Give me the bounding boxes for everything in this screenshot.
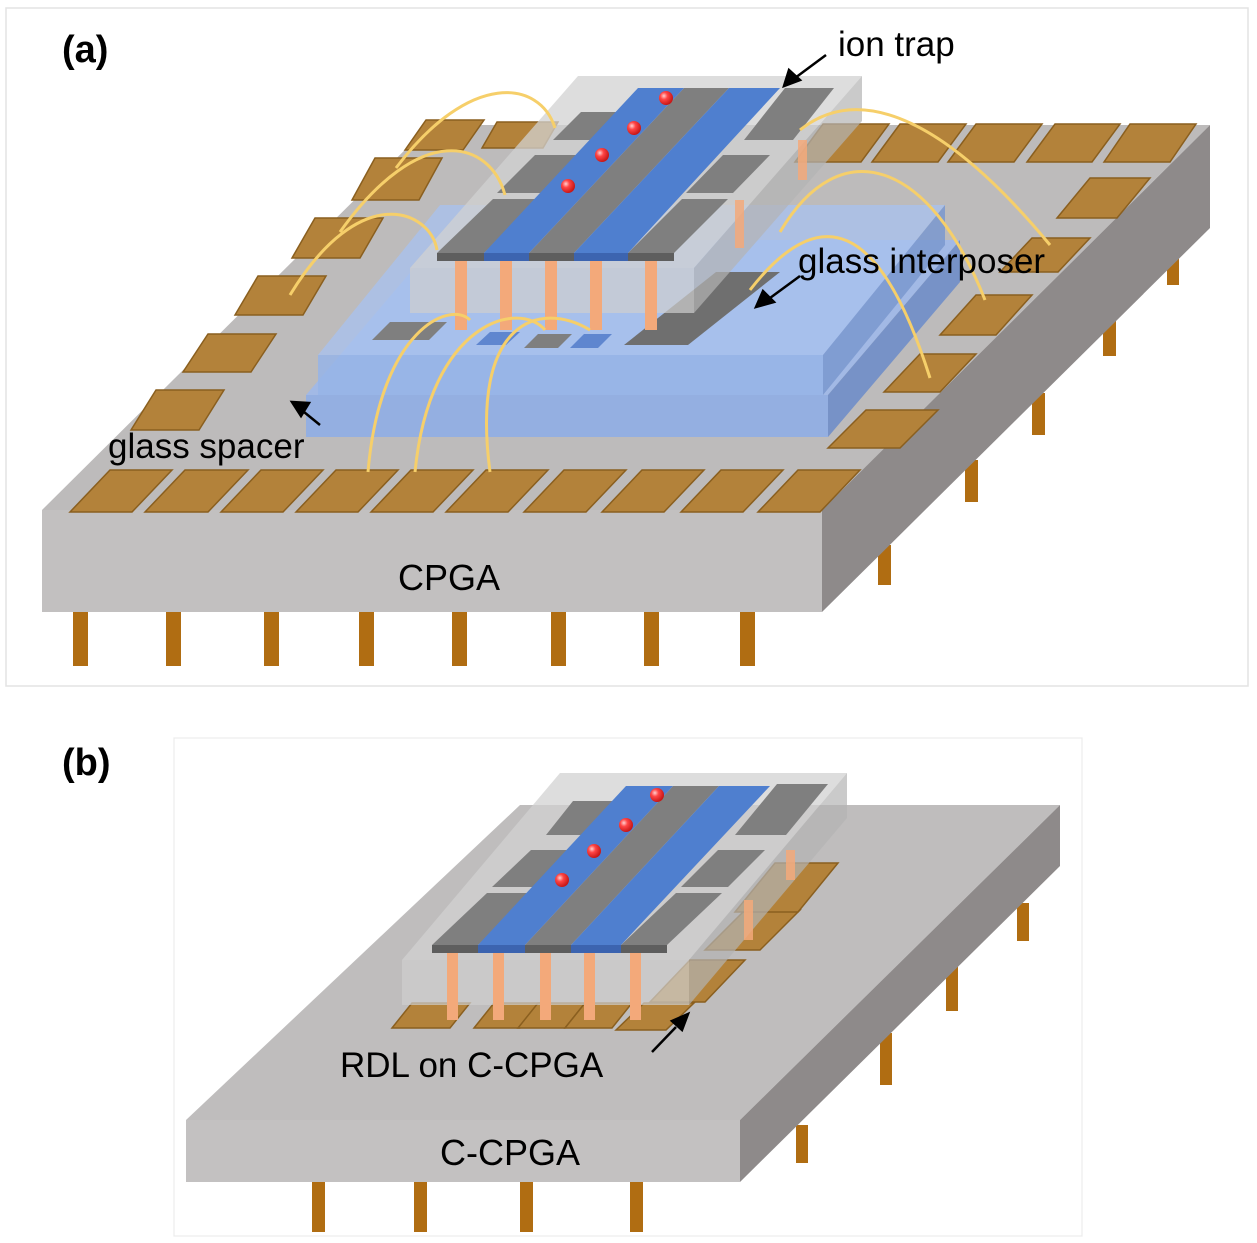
rdl-leader-arrow [651, 1011, 691, 1053]
trap-b-substrate-side [689, 773, 847, 1005]
ion-trap-label: ion trap [838, 25, 955, 64]
trap-vias [455, 140, 807, 330]
leader-arrows [289, 53, 827, 426]
ion-trap-a [410, 76, 862, 330]
trap-electrodes [437, 88, 834, 261]
ion [595, 148, 609, 162]
ion [659, 91, 673, 105]
trap-b-vias [447, 850, 795, 1020]
cpga-side-face [822, 125, 1210, 612]
ccpga-pins-side [796, 903, 1029, 1163]
ion [650, 788, 664, 802]
panel-a-frame [5, 7, 1249, 687]
ccpga-pins-front [312, 1180, 643, 1232]
trap-substrate-side [694, 76, 862, 313]
cpga-pads [68, 119, 1198, 513]
panel-a-label: (a) [62, 29, 108, 71]
interposer-electrodes [372, 272, 780, 348]
ccpga-side-face [740, 805, 1060, 1182]
bond-wires [288, 91, 1052, 473]
panel-a: (a) ion trap glass interposer glass spac… [5, 7, 1249, 687]
ion [561, 179, 575, 193]
ion-trap-b [402, 773, 847, 1020]
cpga-label: CPGA [398, 557, 500, 598]
ion [619, 818, 633, 832]
trapped-ions-b [555, 788, 664, 887]
glass-interposer-label: glass interposer [798, 242, 1045, 281]
ccpga-front-face [186, 1120, 740, 1182]
panel-b-label: (b) [62, 742, 111, 784]
panel-b-frame [173, 737, 1083, 1237]
ccpga-label: C-CPGA [440, 1132, 580, 1173]
ion [555, 873, 569, 887]
glass-spacer-label: glass spacer [108, 427, 305, 466]
panel-b: (b) RDL on C-CPGA C-CPGA [62, 737, 1083, 1237]
rdl-label: RDL on C-CPGA [340, 1046, 604, 1085]
cpga-pins-front [73, 608, 755, 666]
trapped-ions [561, 91, 673, 193]
ion [627, 121, 641, 135]
cpga-front-face [42, 510, 822, 612]
ion [587, 844, 601, 858]
